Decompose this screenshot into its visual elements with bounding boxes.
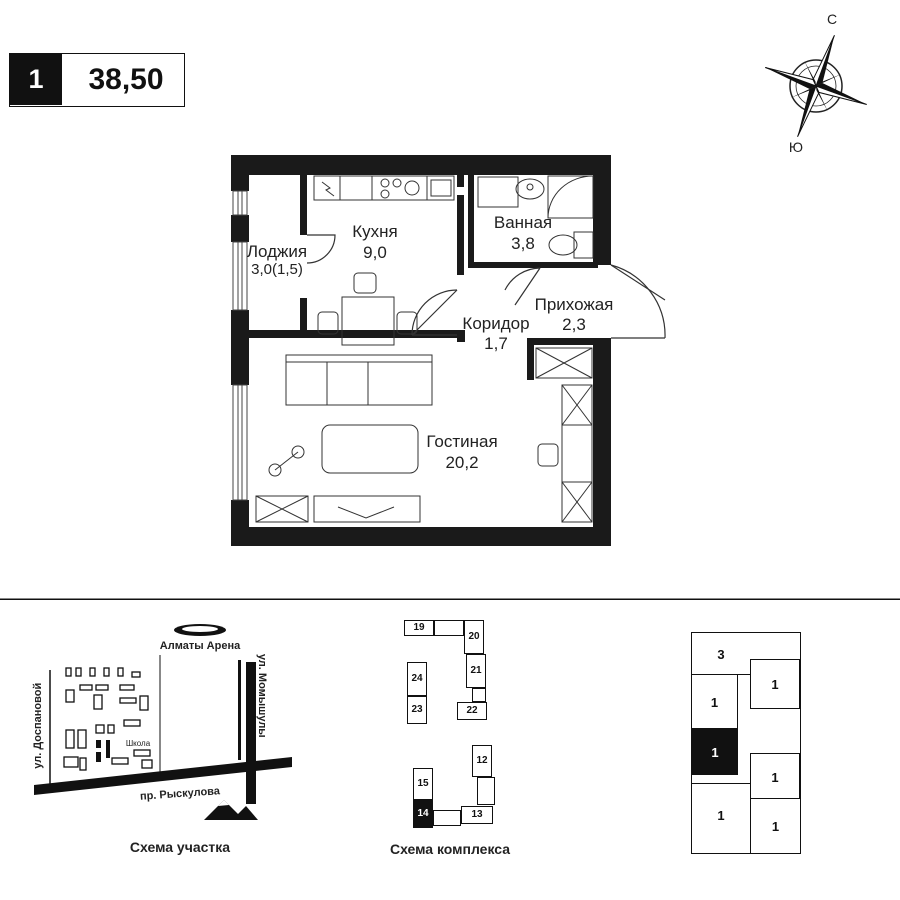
- unit-1-bottom-right[interactable]: 1: [750, 799, 800, 853]
- block-connector-lower: [433, 810, 461, 826]
- complex-scheme: 19 20 21 22 24 23 12 15 14 13: [395, 610, 515, 830]
- street-left-label: ул. Доспановой: [32, 682, 45, 769]
- compass-north-label: С: [826, 11, 838, 27]
- windows: [232, 190, 248, 501]
- block-connector: [434, 620, 464, 636]
- block-22[interactable]: 22: [457, 702, 487, 720]
- rooms-count-box: 1: [10, 54, 62, 105]
- arena-label: Алматы Арена: [159, 640, 241, 652]
- floor-scheme: 3 1 1 1 1 1 1: [691, 632, 801, 854]
- site-scheme-caption: Схема участка: [129, 839, 231, 855]
- block-15[interactable]: 15: [413, 768, 433, 800]
- corridor-label: Коридор: [462, 314, 530, 333]
- block-12[interactable]: 12: [472, 745, 492, 777]
- block-14[interactable]: 14: [413, 800, 433, 828]
- loggia-label: Лоджия: [246, 242, 308, 261]
- block-12-lower: [477, 777, 495, 805]
- total-area: 38,50: [88, 63, 164, 96]
- school-label: Школа: [125, 739, 151, 748]
- block-13[interactable]: 13: [461, 806, 493, 824]
- kitchen-label: Кухня: [352, 222, 398, 241]
- unit-1-middle-right[interactable]: 1: [750, 753, 800, 799]
- street-right-label: ул. Момышулы: [255, 653, 268, 738]
- block-22-stem: [472, 688, 486, 702]
- doors: [306, 234, 666, 339]
- compass-south-label: Ю: [788, 139, 804, 155]
- bathroom-fixtures: [477, 175, 594, 259]
- exterior-walls: [231, 155, 611, 546]
- block-23[interactable]: 23: [407, 696, 427, 724]
- wardrobe: [535, 347, 593, 379]
- unit-1-highlighted[interactable]: 1: [692, 729, 738, 775]
- floor-plan: [0, 155, 900, 600]
- apartment-badge: 1 38,50: [9, 53, 185, 107]
- compass-rose-icon: [765, 35, 867, 137]
- corridor-area: 1,7: [484, 334, 508, 353]
- hallway-label: Прихожая: [534, 295, 614, 314]
- kitchen-table: [317, 272, 418, 346]
- interior-walls: [249, 175, 598, 380]
- living-furniture: [255, 354, 593, 523]
- arena-icon: [174, 624, 226, 636]
- bathroom-area: 3,8: [511, 234, 535, 253]
- kitchen-area: 9,0: [363, 243, 387, 262]
- site-scheme-map: [34, 624, 292, 820]
- unit-1-top-right[interactable]: 1: [750, 659, 800, 709]
- complex-scheme-caption: Схема комплекса: [389, 841, 511, 857]
- loggia-area: 3,0(1,5): [251, 261, 303, 278]
- block-20[interactable]: 20: [464, 620, 484, 654]
- unit-1-bottom-left[interactable]: 1: [692, 783, 750, 853]
- block-24[interactable]: 24: [407, 662, 427, 696]
- living-area: 20,2: [445, 453, 479, 472]
- hallway-area: 2,3: [562, 315, 586, 334]
- kitchen-counter: [313, 175, 455, 201]
- unit-1-left[interactable]: 1: [692, 675, 738, 729]
- bathroom-label: Ванная: [493, 213, 553, 232]
- unit-3[interactable]: 3: [692, 633, 750, 675]
- living-label: Гостиная: [426, 432, 498, 451]
- block-21[interactable]: 21: [466, 654, 486, 688]
- block-19[interactable]: 19: [404, 620, 434, 636]
